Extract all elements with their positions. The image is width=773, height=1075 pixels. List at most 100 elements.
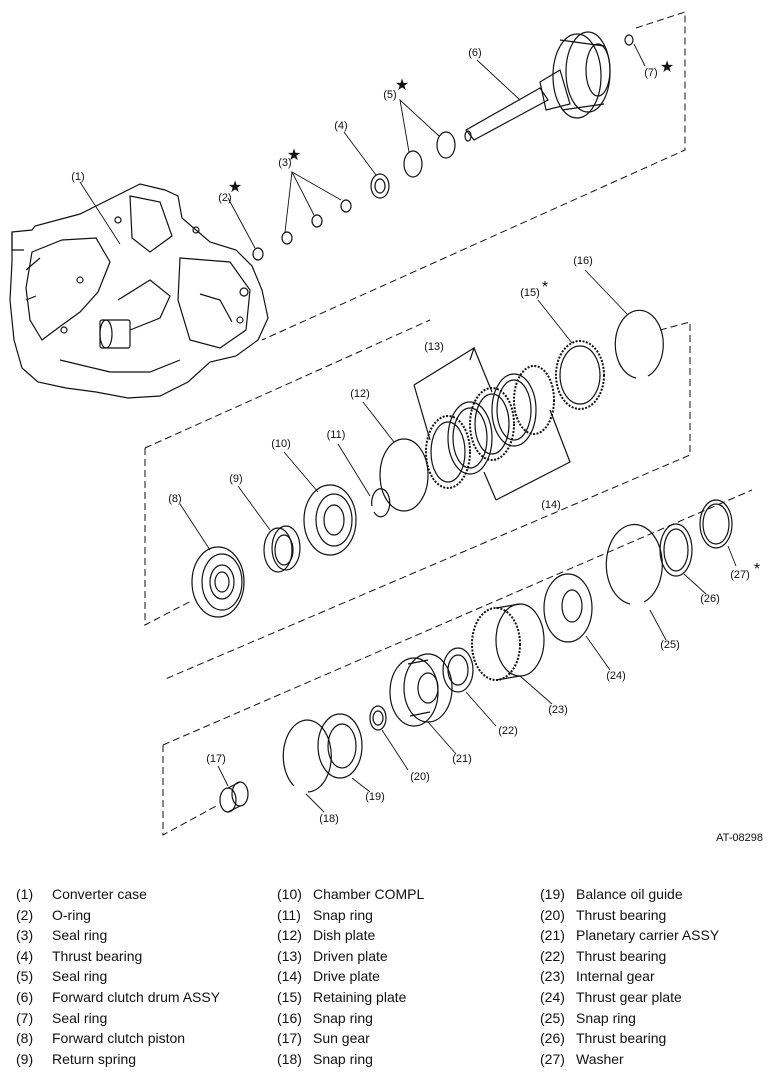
callout-7: (7): [644, 67, 657, 79]
callout-26: (26): [700, 593, 720, 605]
chamber-compl-part: [303, 484, 357, 556]
legend-part-name: Thrust bearing: [52, 947, 143, 964]
callout-27: (27): [730, 569, 750, 581]
legend-row: (25)Snap ring: [540, 1008, 719, 1029]
legend-number: (20): [540, 906, 565, 923]
legend-part-name: Thrust gear plate: [576, 988, 682, 1005]
legend-row: (2) O-ring: [16, 905, 220, 926]
legend-part-name: Converter case: [52, 886, 147, 902]
legend-row: (11) Snap ring: [277, 905, 424, 926]
legend-column-2: (10) Chamber COMPL (11) Snap ring (12)Dish…: [277, 884, 424, 1069]
legend-part-name: Seal ring: [52, 1009, 108, 1026]
legend-row: (22)Thrust bearing: [540, 946, 719, 967]
legend-part-name: Driven plate: [313, 947, 388, 964]
legend-number: (24): [540, 988, 565, 1005]
callout-9: (9): [229, 473, 242, 485]
legend-part-name: Seal ring: [52, 927, 108, 944]
retaining-plate-part: [555, 340, 605, 410]
legend-column-3: (19)Balance oil guide (20)Thrust bearing…: [540, 884, 719, 1069]
callout-18: (18): [319, 813, 339, 825]
seal-ring-5-parts: [403, 131, 456, 178]
legend-number: (7): [16, 1009, 34, 1026]
legend-number: (19): [540, 886, 565, 902]
legend-row: (26)Thrust bearing: [540, 1028, 719, 1049]
legend-row: (20)Thrust bearing: [540, 905, 719, 926]
legend-part-name: Balance oil guide: [576, 886, 683, 902]
legend-row: (24) Thrust gear plate: [540, 987, 719, 1008]
asterisk-marker-15: *: [542, 279, 548, 296]
legend-part-name: Seal ring: [52, 968, 108, 985]
legend-row: (9)Return spring: [16, 1049, 220, 1070]
legend-part-name: Drive plate: [313, 968, 380, 985]
callout-1: (1): [71, 171, 84, 183]
callout-25: (25): [660, 639, 680, 651]
legend-number: (16): [277, 1009, 302, 1026]
figure-code: AT-08298: [716, 832, 763, 844]
callout-21: (21): [452, 753, 472, 765]
callout-19: (19): [365, 791, 385, 803]
legend-row: (5) Seal ring: [16, 966, 220, 987]
return-spring-part: [263, 525, 301, 573]
legend-row: (14) Drive plate: [277, 966, 424, 987]
legend-part-name: Retaining plate: [313, 988, 407, 1005]
legend-part-name: O-ring: [52, 906, 91, 923]
callout-24: (24): [606, 670, 626, 682]
legend-row: (6)Forward clutch drum ASSY: [16, 987, 220, 1008]
legend-row: (15) Retaining plate: [277, 987, 424, 1008]
legend-number: (23): [540, 968, 565, 985]
o-ring-part: [252, 247, 264, 261]
legend-part-name: Forward clutch piston: [52, 1030, 186, 1047]
legend-number: (14): [277, 968, 302, 985]
legend-row: (23)Internal gear: [540, 966, 719, 987]
legend-number: (5): [16, 968, 34, 985]
washer-part: [699, 499, 733, 549]
asterisk-marker-27: *: [754, 561, 760, 578]
legend-row: (3) Seal ring: [16, 925, 220, 946]
thrust-bearing-20-part: [369, 705, 387, 731]
callout-11: (11): [327, 429, 346, 441]
callout-2: (2): [218, 192, 231, 204]
dish-plate-part: [379, 438, 429, 512]
sun-gear-part: [219, 781, 249, 813]
exploded-view-diagram: (1) (2) (3) (4) (5) (6) (7) (8) (9) (10)…: [9, 11, 760, 836]
thrust-bearing-22-part: [442, 647, 474, 693]
thrust-gear-plate-part: [543, 573, 593, 643]
legend-number: (17): [277, 1030, 302, 1047]
legend-row: (7) Seal ring: [16, 1008, 220, 1029]
callout-4: (4): [334, 120, 347, 132]
legend-number: (4): [16, 947, 34, 964]
legend-part-name: Sun gear: [313, 1030, 370, 1047]
callout-22: (22): [498, 725, 518, 737]
legend-row: (12)Dish plate: [277, 925, 424, 946]
legend-number: (15): [277, 988, 302, 1005]
legend-number: (6): [16, 988, 34, 1005]
legend-number: (10): [277, 886, 302, 902]
legend-number: (26): [540, 1030, 565, 1047]
legend-part-name: Chamber COMPL: [313, 886, 425, 902]
forward-clutch-piston-part: [191, 546, 245, 618]
legend-part-name: Washer: [576, 1050, 624, 1067]
forward-clutch-drum-part: [464, 31, 611, 142]
legend-number: (9): [16, 1050, 34, 1067]
callout-13: (13): [424, 341, 444, 353]
legend-part-name: Thrust bearing: [576, 947, 667, 964]
legend-part-name: Snap ring: [313, 906, 373, 923]
legend-column-1: (1)Converter case (2)O-ring (3)Seal ring…: [16, 884, 220, 1069]
legend-number: (18): [277, 1050, 302, 1067]
legend-row: (10) Chamber COMPL: [277, 884, 424, 905]
legend-part-name: Snap ring: [313, 1050, 373, 1067]
callout-14: (14): [541, 499, 561, 511]
seal-ring-7-part: [624, 34, 634, 46]
legend-number: (13): [277, 947, 302, 964]
legend-row: (17) Sun gear: [277, 1028, 424, 1049]
legend-number: (11): [277, 906, 301, 923]
callout-8: (8): [168, 493, 181, 505]
callout-16: (16): [573, 255, 593, 267]
callout-10: (10): [271, 438, 291, 450]
legend-part-name: Dish plate: [313, 927, 376, 944]
legend-number: (2): [16, 906, 34, 923]
callout-6: (6): [468, 47, 481, 59]
legend-number: (21): [540, 927, 565, 944]
callout-15: (15): [520, 287, 540, 299]
legend-number: (3): [16, 927, 34, 944]
